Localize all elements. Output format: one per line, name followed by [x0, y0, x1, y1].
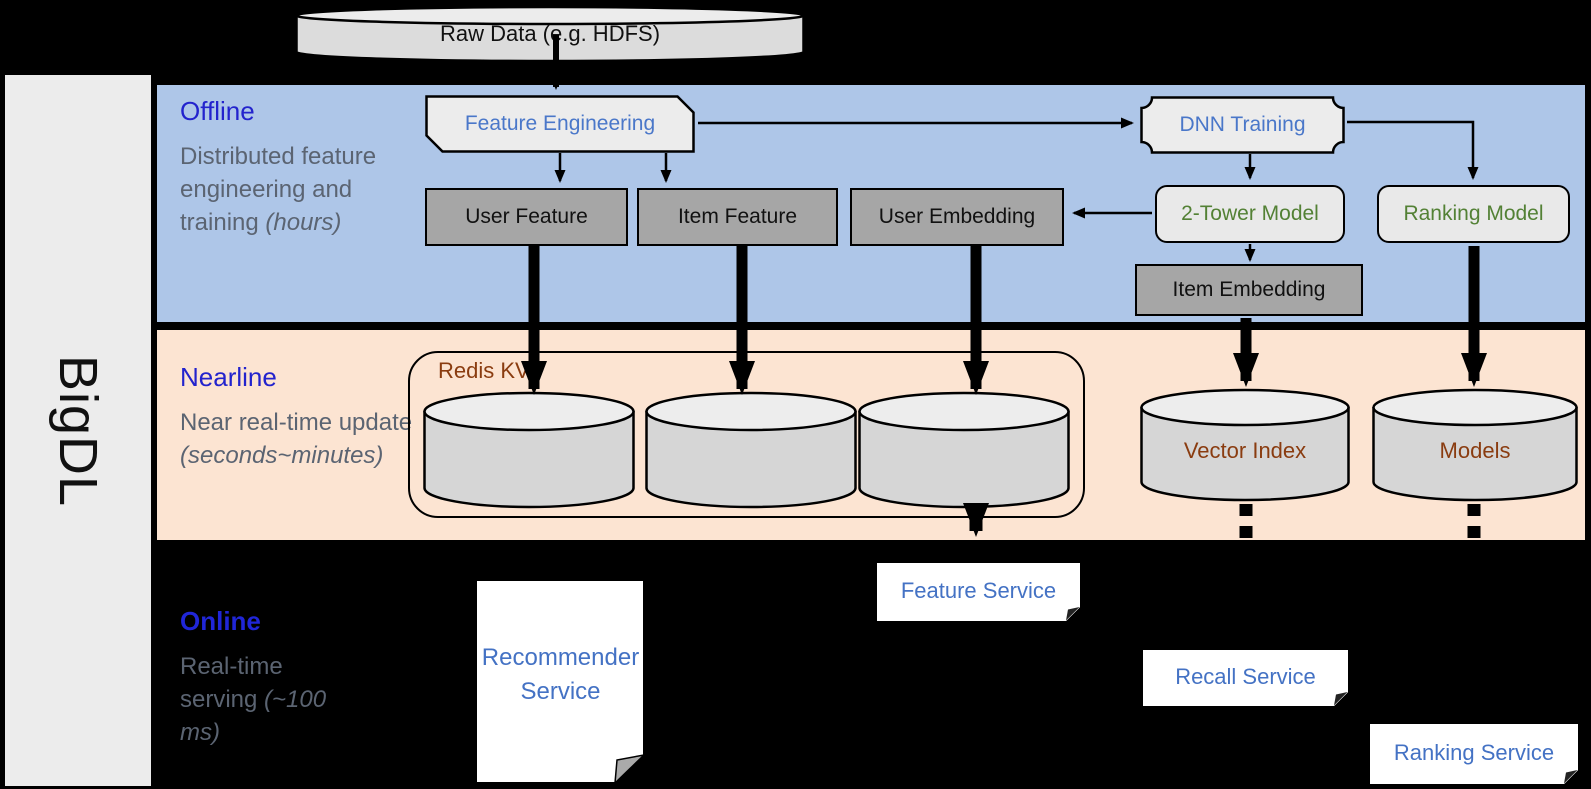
two-tower-model-box: 2-Tower Model [1155, 185, 1345, 243]
vector-index-label: Vector Index [1183, 438, 1307, 463]
database-cylinder-icon [645, 391, 857, 511]
raw-data-label: Raw Data (e.g. HDFS) [439, 21, 661, 46]
raw-data-cylinder-icon [295, 5, 805, 63]
recall-service-label: Recall Service [1175, 664, 1316, 689]
offline-heading: Offline [180, 96, 255, 126]
feature-engineering-node [425, 95, 695, 153]
recommender-service-document-icon [475, 579, 646, 785]
bigdl-sidebar: BigDL [5, 75, 151, 786]
user-embedding-box: User Embedding [850, 188, 1064, 246]
recommender-service-label: Recommender Service [481, 644, 640, 705]
offline-description: Distributed feature engineering and trai… [180, 140, 428, 239]
online-description-text: Real-time serving [180, 653, 283, 713]
redis-kv-label: Redis KV [438, 358, 530, 383]
recall-service-box [1143, 650, 1348, 706]
arrow-dnn-training-to-ranking-model [1347, 120, 1479, 180]
nearline-description-italic: (seconds~minutes) [180, 442, 384, 469]
dnn-training-label: DNN Training [1179, 113, 1306, 136]
ranking-service-label: Ranking Service [1393, 740, 1555, 765]
models-label: Models [1439, 438, 1511, 463]
online-description-italic: (~100 ms) [180, 686, 327, 746]
feature-service-label: Feature Service [900, 578, 1057, 603]
offline-description-italic: (hours) [265, 209, 342, 236]
user-feature-box: User Feature [425, 188, 628, 246]
online-description: Real-time serving (~100 ms) [180, 650, 365, 749]
feature-service-box [877, 563, 1080, 621]
ranking-service-box [1370, 724, 1578, 784]
nearline-description: Near real-time update (seconds~minutes) [180, 406, 442, 472]
online-heading: Online [180, 606, 261, 636]
item-embedding-box: Item Embedding [1135, 264, 1363, 316]
feature-engineering-label: Feature Engineering [464, 112, 656, 135]
ranking-model-box: Ranking Model [1377, 185, 1570, 243]
vector-index-cylinder-icon [1140, 388, 1350, 504]
nearline-heading: Nearline [180, 362, 277, 392]
item-feature-box: Item Feature [637, 188, 838, 246]
offline-description-text: Distributed feature engineering and trai… [180, 143, 377, 236]
models-cylinder-icon [1372, 388, 1578, 504]
database-cylinder-icon [423, 391, 635, 511]
nearline-description-text: Near real-time update [180, 409, 413, 436]
dnn-training-node [1140, 96, 1345, 154]
